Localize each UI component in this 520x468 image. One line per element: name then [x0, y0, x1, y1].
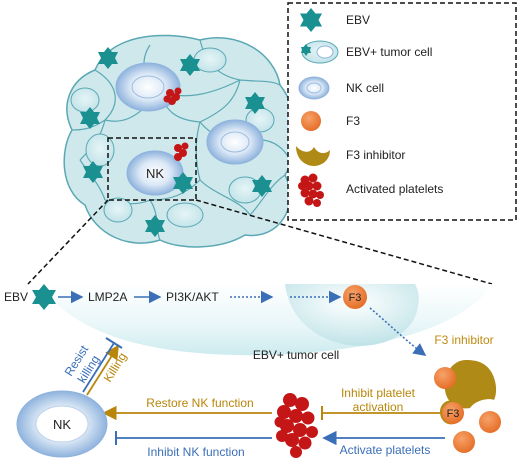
pathway-ebv-label: EBV [4, 290, 28, 304]
f3-molecule-3 [453, 431, 475, 453]
legend: EBV EBV+ tumor cell NK cell F3 F3 inhibi… [287, 2, 517, 221]
pathway-ebv-star-icon [32, 284, 56, 310]
legend-nk-cell-icon [298, 76, 330, 100]
f3-inhibitor-shape-icon [444, 360, 497, 409]
pathway-panel: EBV LMP2A PI3K/AKT F3 EBV+ tumor cell [4, 284, 492, 362]
inhibit-activation-line2: activation [353, 400, 404, 414]
ebv-star-icon [98, 47, 118, 69]
nk-cell-label: NK [53, 417, 71, 432]
inhibit-nk-label: Inhibit NK function [147, 445, 244, 459]
zoom-box [107, 137, 197, 201]
legend-label-ebv: EBV [346, 13, 370, 27]
ebv-star-icon [145, 215, 165, 237]
legend-f3-icon [301, 111, 321, 131]
inhibit-activation-line1: Inhibit platelet [341, 386, 416, 400]
f3-molecule-2 [479, 411, 501, 433]
legend-box [287, 2, 517, 221]
legend-label-platelets: Activated platelets [346, 182, 443, 196]
f3-bound-label: F3 [447, 408, 460, 420]
ebv-star-icon [252, 175, 272, 197]
zoom-line-right [195, 199, 493, 285]
legend-label-f3-inhibitor: F3 inhibitor [346, 148, 405, 162]
tumor-cluster: NK [63, 34, 297, 248]
legend-label-tumor: EBV+ tumor cell [346, 45, 432, 59]
zoom-line-left [27, 199, 109, 285]
pathway-f3-circle [343, 285, 367, 309]
tumor-cell-label: EBV+ tumor cell [253, 348, 339, 362]
cluster-platelets [163, 87, 189, 161]
ebv-star-icon [245, 92, 265, 114]
cluster-nk-cell-right [206, 119, 264, 165]
legend-label-f3: F3 [346, 114, 360, 128]
ebv-star-icon [180, 54, 200, 76]
legend-ebv-star-icon [300, 8, 322, 32]
activate-platelets-label: Activate platelets [340, 443, 431, 457]
legend-platelet-icon [298, 173, 324, 207]
f3-bound-circle [442, 402, 464, 424]
legend-f3-inhibitor-icon [296, 146, 330, 166]
tumor-nucleus [285, 284, 419, 346]
f3-inhibitor-label: F3 inhibitor [434, 333, 493, 347]
cluster-nk-label: NK [146, 166, 164, 181]
f3-molecule-1 [434, 367, 456, 389]
cluster-ebv-stars [80, 47, 272, 237]
ebv-star-icon [173, 172, 193, 194]
pathway-f3-label: F3 [349, 292, 362, 304]
ebv-star-icon [83, 161, 103, 183]
pathway-pi3k-label: PI3K/AKT [166, 290, 219, 304]
legend-label-nk: NK cell [346, 81, 384, 95]
ebv-star-icon [80, 107, 100, 129]
f3-secretion-arrow [369, 307, 427, 356]
platelet-cluster [274, 393, 318, 458]
pathway-lmp2a-label: LMP2A [88, 290, 127, 304]
restore-nk-label: Restore NK function [146, 396, 253, 410]
